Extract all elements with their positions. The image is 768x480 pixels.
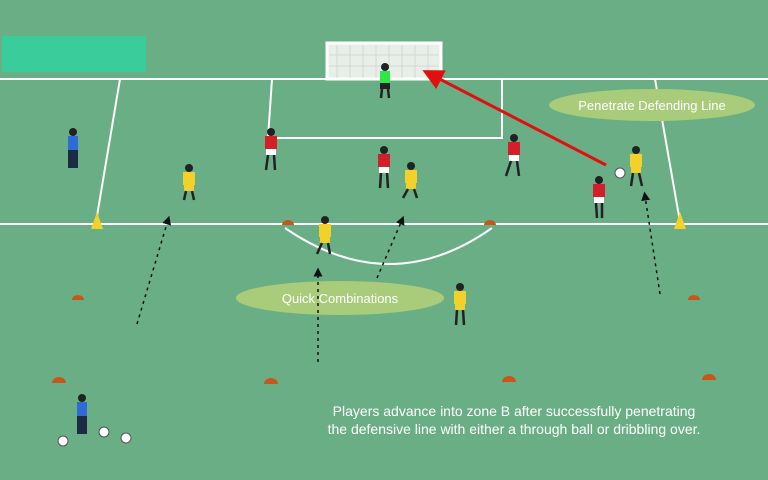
run-arrow-icon (641, 191, 661, 295)
caption-line-2: the defensive line with either a through… (327, 421, 701, 437)
cone-icon (484, 220, 496, 225)
marker-cone-icon (674, 212, 686, 229)
run-arrow-icon (136, 215, 172, 325)
penalty-box-left-line (95, 78, 121, 223)
goalkeeper-player-icon (379, 63, 391, 99)
attacker-player-icon (401, 162, 419, 199)
defender-player-icon (593, 176, 605, 219)
cone-icon (264, 378, 278, 384)
marker-cone-icon (91, 212, 103, 229)
attacker-player-icon (182, 164, 196, 201)
run-arrows (136, 191, 661, 362)
header-box (2, 36, 146, 72)
attacker-player-icon (315, 216, 332, 255)
ball-icon (614, 167, 626, 179)
ball-icon (57, 435, 69, 447)
defender-player-icon (504, 134, 521, 177)
pass-arrow-icon (422, 70, 607, 167)
cone-icon (502, 376, 516, 382)
attacker-player-icon (629, 146, 644, 187)
coach-player-icon (68, 128, 78, 168)
coach-player-icon (77, 394, 87, 434)
label-penetrate: Penetrate Defending Line (549, 89, 755, 121)
caption: Players advance into zone B after succes… (250, 402, 768, 438)
defender-player-icon (378, 146, 390, 189)
cones (52, 212, 716, 384)
attacker-player-icon (454, 283, 466, 326)
caption-line-1: Players advance into zone B after succes… (332, 403, 696, 419)
penalty-arc (284, 227, 493, 265)
run-arrow-icon (376, 215, 405, 279)
ball-icon (98, 426, 110, 438)
cone-icon (72, 295, 84, 300)
goal-icon (325, 41, 443, 81)
defender-player-icon (264, 128, 277, 171)
svg-text:Penetrate Defending Line: Penetrate Defending Line (578, 98, 725, 113)
svg-text:Quick Combinations: Quick Combinations (282, 291, 399, 306)
label-quick: Quick Combinations (236, 281, 444, 315)
cone-icon (52, 377, 66, 383)
cone-icon (702, 374, 716, 380)
balls (57, 167, 626, 447)
players (68, 63, 644, 434)
cone-icon (282, 220, 294, 225)
six-yard-box (266, 78, 503, 139)
cone-icon (688, 295, 700, 300)
ball-icon (120, 432, 132, 444)
